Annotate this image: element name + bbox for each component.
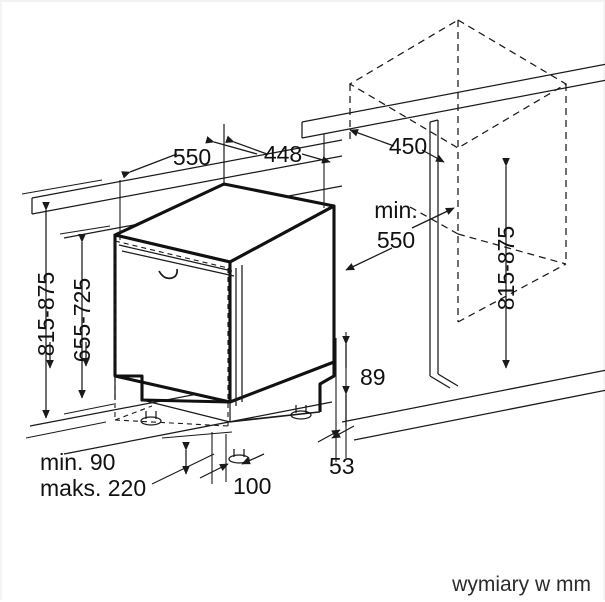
dim-plinth-height-89: 89 <box>335 332 386 462</box>
dim-label-aperture-max: maks. 220 <box>40 475 146 501</box>
dim-label-plinth-height-89: 89 <box>360 364 386 390</box>
floor-slab-right <box>341 369 605 441</box>
dim-depth-550: 550 <box>119 124 258 240</box>
worktop-left-slab <box>31 139 343 215</box>
appliance-hidden-edges <box>114 240 229 427</box>
niche-hidden-volume <box>348 19 568 323</box>
dim-width-448: 448 <box>223 124 331 208</box>
dim-label-plinth-recess-53: 53 <box>329 453 355 479</box>
dim-niche-depth-min-550: min. 550 <box>345 197 455 271</box>
appliance-body <box>113 182 336 406</box>
foot-front <box>228 449 250 464</box>
door-handle-icon <box>158 268 178 280</box>
units-caption: wymiary w mm <box>451 573 591 596</box>
dim-label-height-outer-left: 815-875 <box>33 272 59 356</box>
worktop-right-slab <box>301 63 605 139</box>
dim-label-foot-inset-100: 100 <box>233 473 271 499</box>
dim-plinth-recess-53: 53 <box>317 425 355 479</box>
dim-label-depth-550: 550 <box>173 144 211 170</box>
dim-label-aperture-min: min. 90 <box>40 449 115 475</box>
foot-right <box>290 405 312 420</box>
dim-label-niche-depth-min: min. <box>374 197 417 223</box>
appliance-plinth <box>114 362 336 423</box>
dim-height-655-725-left: 655-725 <box>59 225 115 415</box>
dim-label-niche-depth-value: 550 <box>377 227 415 253</box>
dim-height-815-875-right: 815-875 <box>493 157 519 369</box>
dim-label-height-right: 815-875 <box>493 226 519 310</box>
dim-label-niche-width-450: 450 <box>389 133 427 159</box>
dim-label-height-inner-left: 655-725 <box>69 278 95 362</box>
dim-foot-inset-100: 100 <box>199 432 271 499</box>
height-datum-pointers <box>46 342 90 369</box>
aperture-range-labels: min. 90 maks. 220 <box>40 449 146 501</box>
dim-aperture-arrow <box>151 431 233 485</box>
dim-label-width-448: 448 <box>264 141 302 167</box>
cabinet-side-panel-right <box>429 119 459 389</box>
dim-niche-width-450: 450 <box>349 129 445 163</box>
dim-height-815-875-left: 815-875 <box>21 179 107 439</box>
foot-rear-left <box>140 411 162 426</box>
